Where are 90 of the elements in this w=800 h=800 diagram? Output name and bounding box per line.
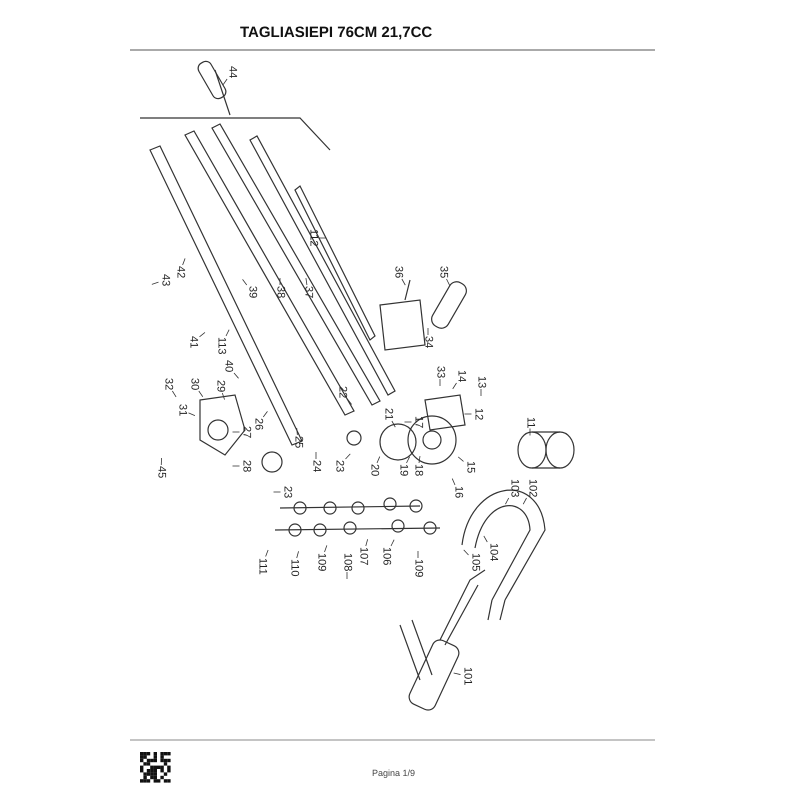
leader-line <box>483 536 488 542</box>
callout-number: 111 <box>256 558 268 574</box>
callout-number: 106 <box>380 547 392 566</box>
callout-number: 109 <box>316 553 326 572</box>
page-title: TAGLIASIEPI 76CM 21,7CC <box>240 24 432 41</box>
leader-line <box>402 278 406 286</box>
leader-line <box>392 420 396 428</box>
callout-number: 104 <box>488 543 498 562</box>
callout-number: 102 <box>526 479 538 498</box>
callout-number: 43 <box>160 274 170 286</box>
leader-line <box>458 456 464 462</box>
callout-number: 39 <box>246 286 258 298</box>
callout-number: 11 <box>524 416 536 428</box>
leader-line <box>452 478 456 486</box>
callout-number: 19 <box>398 464 408 476</box>
leader-line <box>262 411 268 418</box>
callout-number: 109 <box>412 559 424 578</box>
leader-line <box>199 332 206 338</box>
leader-line <box>480 388 482 396</box>
callout-number: 107 <box>358 547 368 566</box>
leader-line <box>376 456 380 464</box>
callout-number: 32 <box>162 378 174 390</box>
callout-number: 25 <box>292 436 304 448</box>
leader-line <box>324 545 328 552</box>
callout-number: 101 <box>462 667 472 686</box>
callout-number: 105 <box>470 553 480 572</box>
leader-line <box>522 498 527 505</box>
leader-line <box>296 428 298 436</box>
leader-line <box>346 572 348 580</box>
callout-number: 31 <box>176 404 188 416</box>
callout-number: 16 <box>452 486 464 498</box>
callout-number: 41 <box>188 336 198 348</box>
leader-line <box>242 279 248 286</box>
callout-number: 42 <box>174 266 186 278</box>
callout-number: 21 <box>382 408 394 420</box>
callout-number: 13 <box>476 376 486 388</box>
leader-line <box>234 372 239 379</box>
leader-line <box>453 672 461 675</box>
callout-number: 40 <box>222 360 234 372</box>
callout-number: 34 <box>422 336 434 348</box>
page-number: Pagina 1/9 <box>372 768 416 778</box>
leader-line <box>182 258 186 266</box>
leader-line <box>172 390 176 398</box>
callout-number: 103 <box>508 479 520 498</box>
callout-number: 12 <box>472 408 484 420</box>
leader-line <box>418 456 420 464</box>
leader-line <box>406 456 410 464</box>
leader-line <box>222 78 228 86</box>
callout-number: 45 <box>156 466 166 478</box>
callout-number: 44 <box>226 66 238 78</box>
callout-number: 110 <box>288 559 300 577</box>
leader-line <box>390 539 395 546</box>
leader-line <box>346 398 352 405</box>
callout-number: 113 <box>216 337 226 355</box>
leader-line <box>188 412 196 416</box>
callout-number: 108 <box>342 553 352 572</box>
leader-line <box>463 549 469 556</box>
leader-line <box>151 282 159 285</box>
callout-number: 37 <box>302 286 314 298</box>
callout-number: 38 <box>274 286 286 298</box>
callout-number: 23 <box>334 460 344 472</box>
callout-number: 27 <box>240 426 252 438</box>
callout-number: 112 <box>308 229 318 247</box>
callout-number: 17 <box>412 416 424 428</box>
callout-number: 29 <box>214 380 226 392</box>
callout-number: 14 <box>456 370 466 382</box>
callout-number: 18 <box>412 464 424 476</box>
callout-number: 23 <box>282 486 292 498</box>
leader-line <box>365 538 368 546</box>
leader-line <box>226 329 230 336</box>
callout-number: 30 <box>188 378 200 390</box>
callout-number: 26 <box>252 418 264 430</box>
callout-number: 22 <box>336 386 348 398</box>
leader-line <box>452 382 457 390</box>
leader-line <box>265 550 268 557</box>
callout-number: 28 <box>240 460 252 472</box>
leader-line <box>222 392 225 400</box>
callout-number: 15 <box>464 461 476 474</box>
leader-line <box>446 278 450 286</box>
leader-line <box>345 453 351 460</box>
leader-line <box>198 390 204 398</box>
leader-line <box>505 498 510 505</box>
callout-number: 20 <box>368 464 380 476</box>
callout-number: 33 <box>434 366 446 378</box>
leader-line <box>306 278 308 286</box>
leader-line <box>160 458 162 466</box>
leader-line <box>296 550 299 558</box>
callout-number: 36 <box>392 266 404 278</box>
callout-number: 35 <box>438 266 448 278</box>
callout-number: 24 <box>310 460 322 472</box>
